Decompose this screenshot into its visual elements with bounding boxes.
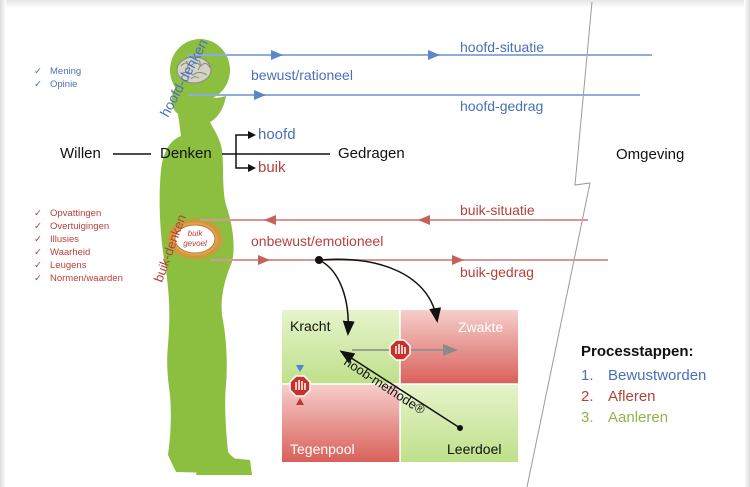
- arrow-up-down-icon: [296, 365, 304, 405]
- brain-icon: [176, 56, 212, 84]
- process-list: 1.Bewustworden 2.Afleren 3.Aanleren: [581, 365, 706, 428]
- willen-label: Willen: [60, 145, 101, 162]
- process-step: 3.Aanleren: [581, 409, 669, 426]
- list-item: ✓Leugens: [34, 260, 87, 271]
- leerdoel-label: Leerdoel: [447, 441, 502, 457]
- gut-behavior-arrow-1: [258, 255, 270, 265]
- head-situation-label: hoofd-situatie: [460, 39, 545, 55]
- list-item: ✓Illusies: [34, 234, 80, 245]
- gut-feeling-line1: buik: [188, 229, 204, 238]
- gut-behavior-arrow-2: [452, 255, 464, 265]
- top-shadow: [0, 0, 750, 8]
- unconscious-label: onbewust/emotioneel: [251, 233, 384, 249]
- head-checklist: ✓Mening ✓Opinie: [34, 65, 81, 91]
- denken-label: Denken: [160, 145, 212, 162]
- left-shadow: [0, 0, 6, 487]
- head-behavior-arrow: [254, 90, 266, 100]
- head-behavior-label: hoofd-gedrag: [460, 98, 544, 114]
- branch-head-arrow: [248, 131, 256, 139]
- right-shadow: [744, 0, 750, 487]
- gut-situation-arrow-2: [418, 215, 430, 225]
- list-item: ✓Opinie: [34, 79, 78, 90]
- conscious-label: bewust/rationeel: [251, 67, 353, 83]
- list-item: ✓Opvattingen: [34, 208, 102, 219]
- branch-gut-arrow: [248, 164, 256, 172]
- omgeving-label: Omgeving: [616, 146, 685, 163]
- gut-feeling-line2: gevoel: [183, 239, 207, 248]
- list-item: ✓Overtuigingen: [34, 221, 110, 232]
- list-item: ✓Mening: [34, 66, 82, 77]
- list-item: ✓Normen/waarden: [34, 273, 123, 284]
- gut-situation-arrow-1: [264, 215, 276, 225]
- stop-hand-icon: [289, 375, 311, 397]
- process-title: Processtappen:: [581, 343, 694, 360]
- arrow-to-kracht: [318, 259, 355, 336]
- zwakte-label: Zwakte: [458, 319, 504, 335]
- quadrant-grid: [282, 310, 518, 462]
- gut-checklist: ✓Opvattingen ✓Overtuigingen ✓Illusies ✓W…: [34, 207, 123, 285]
- gut-behavior-label: buik-gedrag: [460, 264, 534, 280]
- method-arrow: [339, 350, 461, 429]
- gut-situation-label: buik-situatie: [460, 202, 535, 218]
- branch-head-label: hoofd: [258, 126, 296, 143]
- branch-lines: [235, 134, 250, 169]
- process-step: 1.Bewustworden: [581, 367, 707, 384]
- kracht-label: Kracht: [290, 318, 331, 334]
- environment-divider: [526, 1, 593, 487]
- method-node: [457, 425, 463, 431]
- stop-hand-icon: [389, 339, 411, 361]
- arrow-to-zwakte: [318, 258, 442, 323]
- head-situation-arrow-1: [271, 50, 283, 60]
- tegenpool-label: Tegenpool: [290, 441, 355, 457]
- gut-feeling-bubble: [174, 224, 216, 254]
- head-situation-arrow-2: [428, 50, 440, 60]
- gedragen-label: Gedragen: [338, 145, 405, 162]
- list-item: ✓Waarheid: [34, 247, 91, 258]
- branch-gut-label: buik: [258, 159, 286, 176]
- process-step: 2.Afleren: [581, 388, 656, 405]
